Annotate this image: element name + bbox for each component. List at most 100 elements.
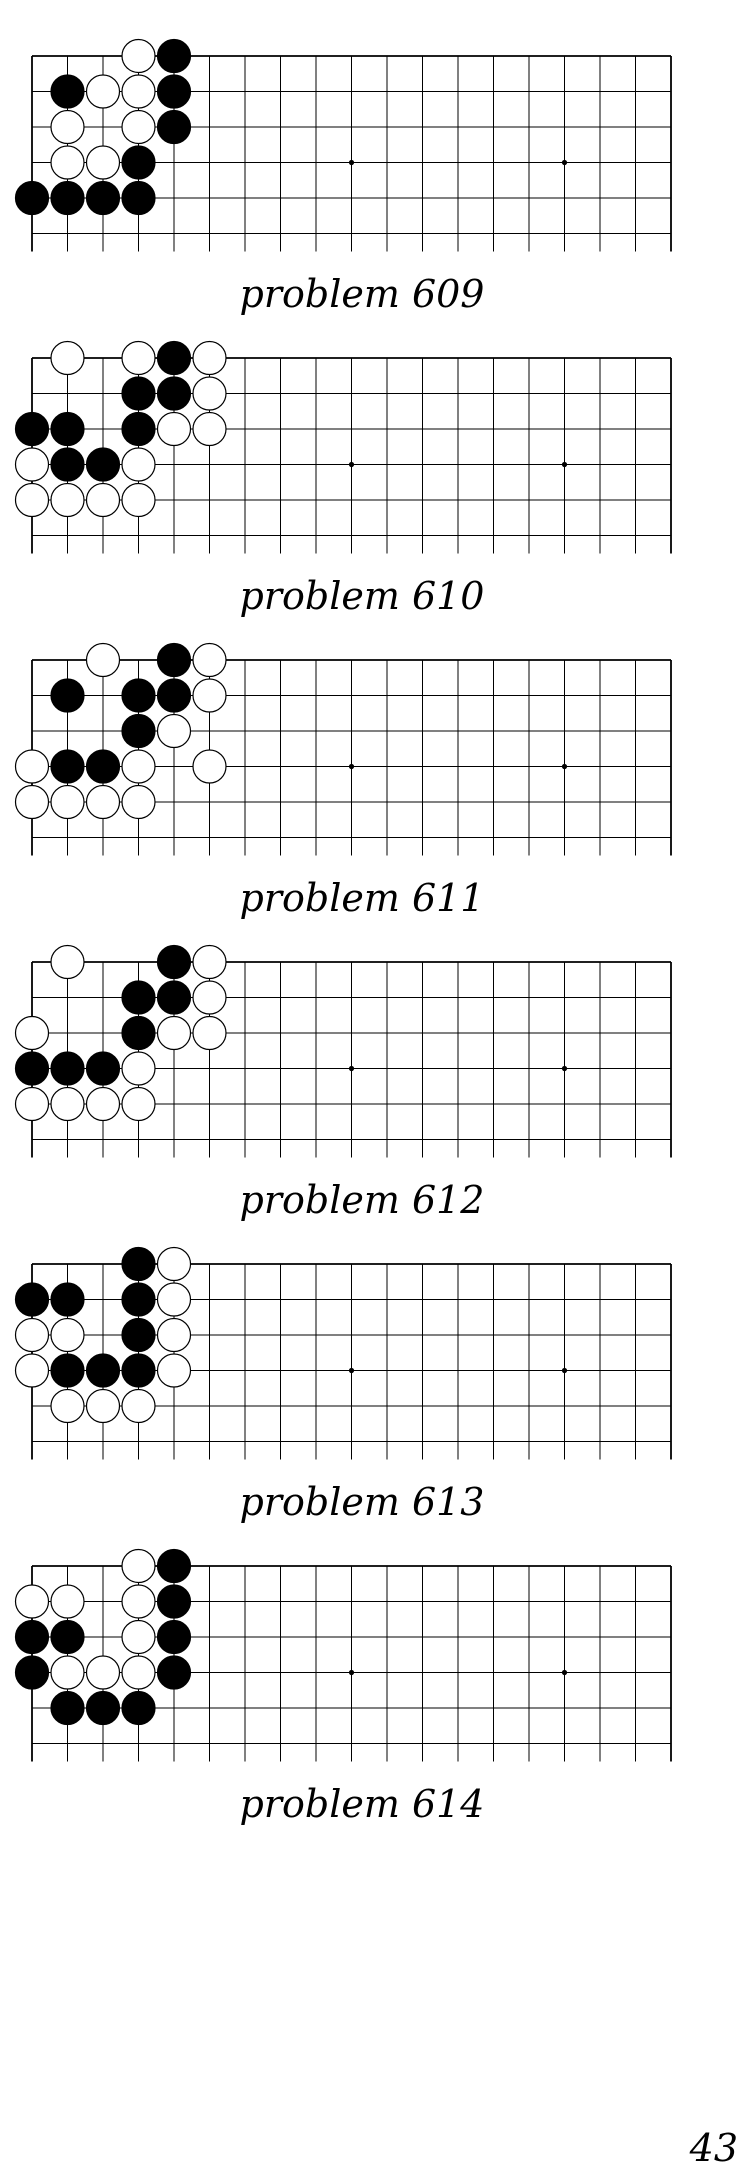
black-stone — [50, 749, 85, 784]
white-stone — [50, 784, 85, 820]
black-stone — [121, 145, 156, 180]
white-stone — [156, 1317, 192, 1353]
white-stone — [121, 784, 156, 820]
black-stone — [14, 1051, 50, 1086]
black-stone — [156, 1548, 192, 1584]
star-point — [348, 159, 355, 166]
white-stone — [192, 340, 227, 376]
white-stone — [121, 749, 156, 784]
white-stone — [14, 1086, 50, 1122]
go-board — [14, 1246, 672, 1460]
white-stone — [121, 1086, 156, 1122]
white-stone — [50, 1388, 85, 1424]
white-stone — [156, 1353, 192, 1388]
black-stone — [121, 411, 156, 447]
star-point — [561, 763, 568, 770]
white-stone — [156, 1246, 192, 1282]
white-stone — [85, 74, 121, 109]
black-stone — [156, 678, 192, 713]
star-point — [348, 1367, 355, 1374]
white-stone — [121, 1584, 156, 1619]
white-stone — [50, 1317, 85, 1353]
white-stone — [14, 1584, 50, 1619]
white-stone — [121, 109, 156, 145]
black-stone — [50, 1619, 85, 1655]
star-point — [561, 1367, 568, 1374]
black-stone — [14, 180, 50, 216]
white-stone — [121, 1619, 156, 1655]
black-stone — [85, 749, 121, 784]
white-stone — [50, 145, 85, 180]
white-stone — [121, 1548, 156, 1584]
white-stone — [85, 784, 121, 820]
white-stone — [14, 784, 50, 820]
white-stone — [14, 447, 50, 482]
white-stone — [14, 1353, 50, 1388]
black-stone — [121, 1317, 156, 1353]
black-stone — [50, 411, 85, 447]
white-stone — [192, 376, 227, 411]
black-stone — [121, 180, 156, 216]
white-stone — [121, 1655, 156, 1690]
white-stone — [14, 1015, 50, 1051]
white-stone — [50, 1655, 85, 1690]
white-stone — [121, 482, 156, 518]
black-stone — [156, 1584, 192, 1619]
black-stone — [156, 109, 192, 145]
white-stone — [85, 1388, 121, 1424]
star-point — [348, 1669, 355, 1676]
black-stone — [14, 1619, 50, 1655]
black-stone — [156, 38, 192, 74]
black-stone — [85, 1051, 121, 1086]
white-stone — [50, 482, 85, 518]
star-point — [561, 1669, 568, 1676]
white-stone — [85, 145, 121, 180]
white-stone — [121, 74, 156, 109]
black-stone — [50, 447, 85, 482]
problem-caption: problem 609 — [239, 272, 485, 316]
black-stone — [85, 447, 121, 482]
white-stone — [121, 1051, 156, 1086]
white-stone — [156, 1282, 192, 1317]
white-stone — [85, 1086, 121, 1122]
white-stone — [50, 340, 85, 376]
white-stone — [85, 1655, 121, 1690]
black-stone — [85, 1690, 121, 1726]
white-stone — [85, 482, 121, 518]
black-stone — [121, 678, 156, 713]
white-stone — [192, 411, 227, 447]
black-stone — [156, 74, 192, 109]
white-stone — [192, 1015, 227, 1051]
star-point — [561, 461, 568, 468]
white-stone — [192, 980, 227, 1015]
white-stone — [192, 944, 227, 980]
problem-caption: problem 613 — [239, 1480, 485, 1524]
white-stone — [121, 38, 156, 74]
white-stone — [121, 1388, 156, 1424]
white-stone — [50, 1584, 85, 1619]
white-stone — [14, 749, 50, 784]
white-stone — [156, 713, 192, 749]
black-stone — [121, 1015, 156, 1051]
problem-caption: problem 614 — [239, 1782, 485, 1826]
black-stone — [156, 980, 192, 1015]
black-stone — [85, 180, 121, 216]
white-stone — [14, 482, 50, 518]
black-stone — [121, 1690, 156, 1726]
black-stone — [50, 1690, 85, 1726]
go-board — [14, 642, 672, 856]
white-stone — [50, 944, 85, 980]
white-stone — [192, 678, 227, 713]
black-stone — [50, 180, 85, 216]
white-stone — [14, 1317, 50, 1353]
problem-caption: problem 610 — [239, 574, 485, 618]
black-stone — [156, 376, 192, 411]
problem-caption: problem 611 — [239, 876, 485, 920]
white-stone — [50, 109, 85, 145]
black-stone — [14, 1655, 50, 1690]
black-stone — [50, 1282, 85, 1317]
go-board — [14, 340, 672, 554]
black-stone — [156, 944, 192, 980]
star-point — [348, 1065, 355, 1072]
black-stone — [156, 642, 192, 678]
